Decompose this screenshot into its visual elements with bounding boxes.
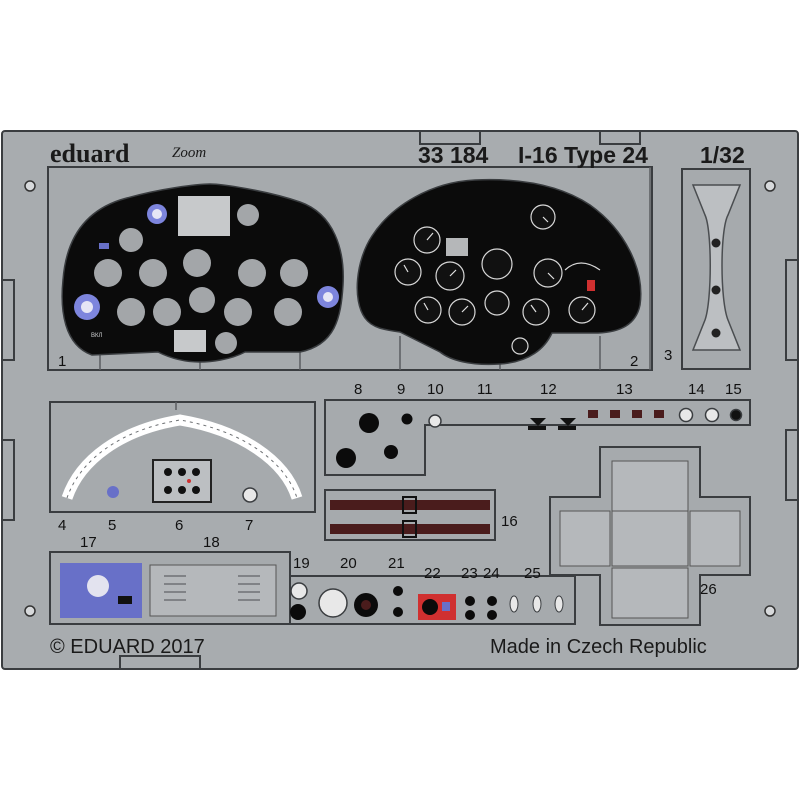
part-number-14: 14 (688, 381, 705, 398)
part-number-21: 21 (388, 555, 405, 572)
panel-2-needles (403, 216, 589, 313)
part-number-15: 15 (725, 381, 742, 398)
part-number-18: 18 (203, 534, 220, 551)
part-number-26: 26 (700, 581, 717, 598)
part-number-4: 4 (58, 517, 67, 534)
panel-1-instrument-holes (94, 204, 308, 354)
part-number-2: 2 (630, 353, 639, 370)
part-number-16: 16 (501, 513, 518, 530)
part-16-belts (324, 489, 496, 541)
part-26-cross (549, 446, 751, 626)
part-number-19: 19 (293, 555, 310, 572)
part-number-11: 11 (477, 381, 493, 398)
part-number-3: 3 (664, 347, 673, 364)
part-number-5: 5 (108, 517, 117, 534)
part-number-7: 7 (245, 517, 254, 534)
product-code: 33 184 (418, 142, 489, 168)
mount-hole (764, 180, 776, 192)
part-number-6: 6 (175, 517, 184, 534)
part-3-bracket (681, 168, 751, 370)
part-number-17: 17 (80, 534, 97, 551)
mount-hole (764, 605, 776, 617)
part-number-8: 8 (354, 381, 363, 398)
part-number-13: 13 (616, 381, 633, 398)
origin-text: Made in Czech Republic (490, 636, 707, 658)
part-number-23: 23 (461, 565, 478, 582)
sub-brand-logo: Zoom (172, 145, 207, 161)
part-number-25: 25 (524, 565, 541, 582)
brand-logo: eduard (50, 139, 130, 168)
part-1-instrument-panel: ВКЛ (61, 183, 344, 363)
product-name: I-16 Type 24 (518, 142, 648, 168)
copyright-text: © EDUARD 2017 (50, 636, 205, 658)
mount-hole (24, 605, 36, 617)
part-number-9: 9 (397, 381, 406, 398)
panel-1-placard: ВКЛ (91, 333, 102, 339)
part-4-7-bezel (49, 401, 316, 513)
panel-2-dials (394, 204, 596, 355)
part-number-24: 24 (483, 565, 500, 582)
part-2-instrument-panel (356, 178, 642, 366)
part-number-22: 22 (424, 565, 441, 582)
part-number-20: 20 (340, 555, 357, 572)
part-number-10: 10 (427, 381, 444, 398)
part-number-1: 1 (58, 353, 67, 370)
part-19-25 (289, 575, 576, 625)
part-17-18 (49, 551, 291, 625)
scale-label: 1/32 (700, 142, 745, 168)
mount-hole (24, 180, 36, 192)
part-8-15-tree (324, 399, 751, 476)
frame-notches (2, 131, 798, 669)
part-number-12: 12 (540, 381, 557, 398)
